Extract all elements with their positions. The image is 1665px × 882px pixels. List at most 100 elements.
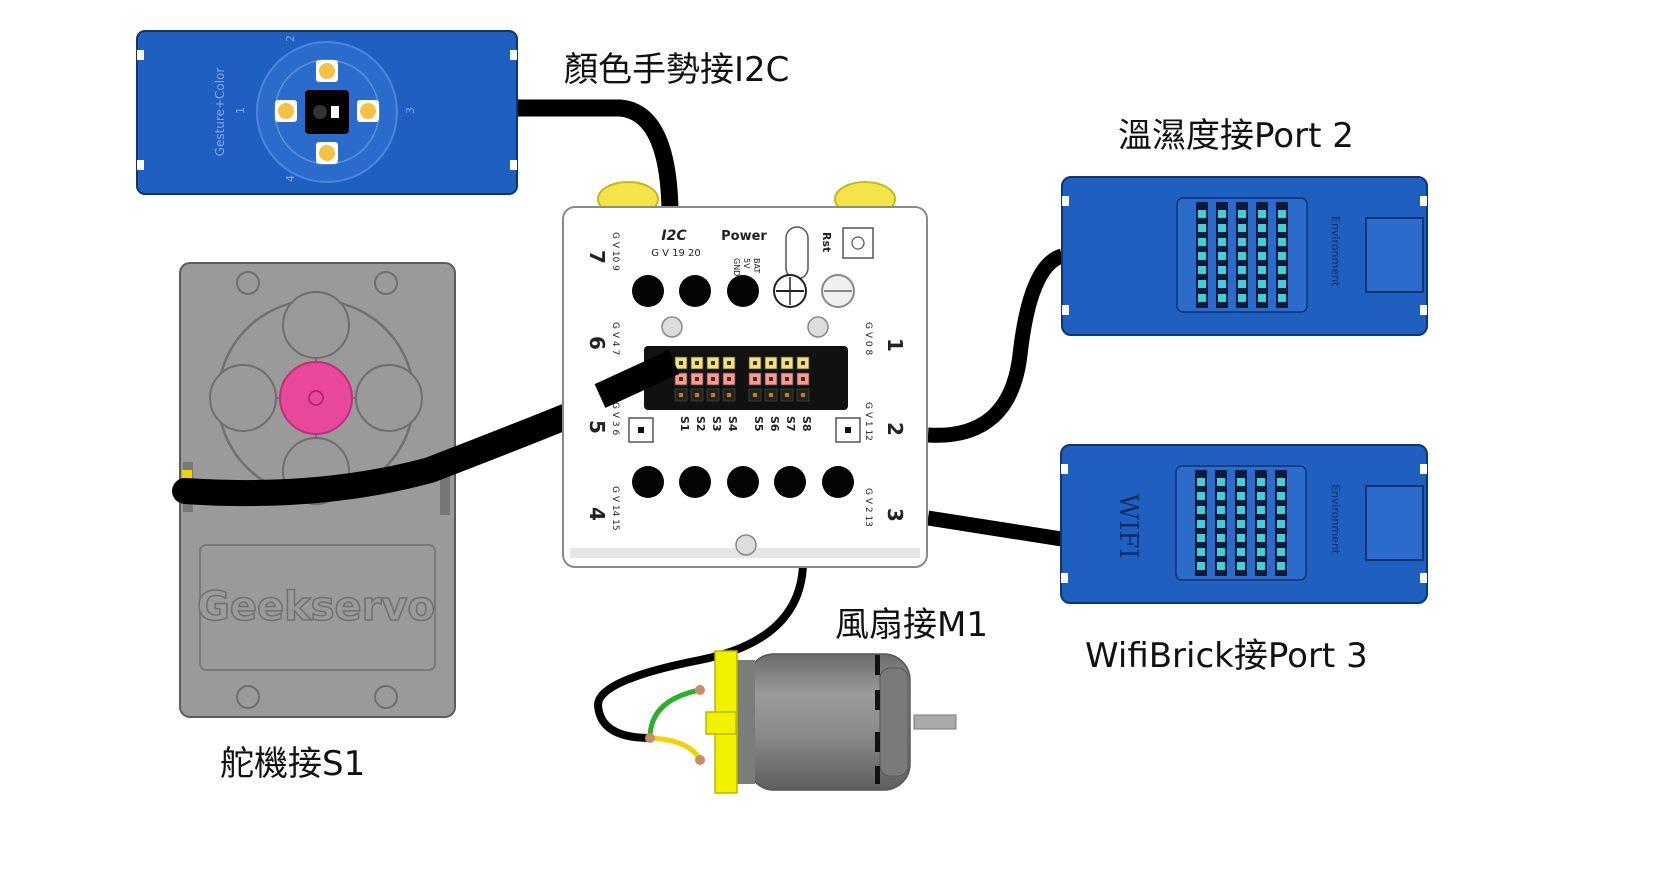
vent-dot bbox=[1197, 548, 1205, 556]
port3-pins: G V 2 13 bbox=[863, 488, 873, 527]
servo-pin-s2: S2 bbox=[694, 416, 707, 432]
vent-dot bbox=[1277, 534, 1285, 542]
vent-dot bbox=[1277, 478, 1285, 486]
gesture-caption: 顏色手勢接I2C bbox=[564, 50, 790, 90]
vent-dot bbox=[1258, 252, 1266, 260]
header-pin-dot bbox=[727, 393, 731, 397]
port5-num: 5 bbox=[585, 420, 609, 434]
vent-dot bbox=[1217, 562, 1225, 570]
vent-dot bbox=[1198, 294, 1206, 302]
header-pin-dot bbox=[727, 361, 731, 365]
vent-dot bbox=[1257, 520, 1265, 528]
vent-dot bbox=[1277, 562, 1285, 570]
header-pin-dot bbox=[801, 361, 805, 365]
vent-dot bbox=[1258, 280, 1266, 288]
header-pin-dot bbox=[695, 393, 699, 397]
vent-dot bbox=[1237, 562, 1245, 570]
gesture-module-name: Gesture+Color bbox=[213, 68, 227, 157]
port4-pins: G V 14 15 bbox=[610, 486, 620, 531]
vent-dot bbox=[1198, 238, 1206, 246]
port3-socket-b[interactable] bbox=[822, 466, 854, 498]
header-pin-dot bbox=[695, 361, 699, 365]
power-title: Power bbox=[721, 229, 767, 244]
header-pin-dot bbox=[679, 393, 683, 397]
vent-dot bbox=[1217, 506, 1225, 514]
vent-dot bbox=[1217, 478, 1225, 486]
vent-dot bbox=[1218, 280, 1226, 288]
vent-dot bbox=[1198, 224, 1206, 232]
header-pin-dot bbox=[679, 361, 683, 365]
led-bottom bbox=[316, 142, 338, 164]
vent-dot bbox=[1218, 266, 1226, 274]
vent-dot bbox=[1237, 520, 1245, 528]
motor-cable bbox=[593, 564, 807, 742]
vent-dot bbox=[1197, 506, 1205, 514]
header-pin-dot bbox=[679, 377, 683, 381]
port4-socket-a[interactable] bbox=[632, 466, 664, 498]
port6-pins: G V 4 7 bbox=[610, 322, 620, 355]
m1-socket[interactable] bbox=[727, 466, 759, 498]
i2c-pins: G V 19 20 bbox=[651, 248, 701, 259]
vent-dot bbox=[1257, 548, 1265, 556]
vent-dot bbox=[1218, 224, 1226, 232]
port4-socket-b[interactable] bbox=[679, 466, 711, 498]
port7-num: 7 bbox=[585, 250, 609, 264]
port2-num: 2 bbox=[883, 422, 907, 436]
port5-pins: G V 3 6 bbox=[610, 402, 620, 435]
vent-dot bbox=[1257, 492, 1265, 500]
reset-button[interactable] bbox=[842, 227, 874, 259]
gesture-pin-4: 4 bbox=[284, 175, 297, 182]
vent-dot bbox=[1237, 534, 1245, 542]
i2c-socket[interactable] bbox=[679, 275, 711, 307]
port3-cable bbox=[926, 510, 1070, 548]
servo-header bbox=[644, 346, 848, 410]
header-pin-dot bbox=[695, 377, 699, 381]
power-switch[interactable] bbox=[785, 226, 809, 280]
vent-dot bbox=[1277, 492, 1285, 500]
vent-dot bbox=[1238, 238, 1246, 246]
i2c-cable bbox=[506, 99, 679, 219]
vent-dot bbox=[1257, 506, 1265, 514]
led-top bbox=[316, 60, 338, 82]
header-pin-dot bbox=[753, 393, 757, 397]
vent-dot bbox=[1218, 210, 1226, 218]
vent-dot bbox=[1278, 266, 1286, 274]
vent-dot bbox=[1197, 478, 1205, 486]
vent-dot bbox=[1197, 520, 1205, 528]
power-socket[interactable] bbox=[727, 275, 759, 307]
gesture-pin-2: 2 bbox=[284, 35, 297, 42]
power-pin-bat: BAT bbox=[752, 258, 761, 273]
port6-num: 6 bbox=[585, 336, 609, 350]
env-module-text: Environment bbox=[1329, 216, 1342, 287]
vent-dot bbox=[1257, 534, 1265, 542]
led-left bbox=[275, 100, 297, 122]
vent-dot bbox=[1277, 506, 1285, 514]
port7-socket[interactable] bbox=[632, 275, 664, 307]
vent-dot bbox=[1217, 492, 1225, 500]
vent-dot bbox=[1217, 534, 1225, 542]
vent-dot bbox=[1218, 294, 1226, 302]
servo-cable-end bbox=[594, 350, 680, 408]
header-pin-dot bbox=[785, 393, 789, 397]
vent-dot bbox=[1237, 478, 1245, 486]
vent-dot bbox=[1197, 492, 1205, 500]
vent-dot bbox=[1257, 562, 1265, 570]
port3-socket-a[interactable] bbox=[774, 466, 806, 498]
environment-module: Environment bbox=[1061, 176, 1428, 336]
gesture-pin-1: 1 bbox=[234, 107, 247, 114]
gesture-color-module: Gesture+Color 1 2 3 4 bbox=[136, 30, 518, 195]
port7-pins: G V 10 9 bbox=[610, 232, 620, 271]
vent-dot bbox=[1238, 280, 1246, 288]
rst-label: Rst bbox=[820, 232, 833, 252]
header-pin-dot bbox=[711, 393, 715, 397]
header-pin-dot bbox=[769, 361, 773, 365]
vent-dot bbox=[1278, 280, 1286, 288]
servo-horn bbox=[279, 361, 353, 435]
servo-pin-s4: S4 bbox=[726, 416, 739, 432]
header-pin-dot bbox=[801, 393, 805, 397]
port2-cable bbox=[927, 248, 1065, 443]
port2-pins: G V 1 12 bbox=[863, 402, 873, 441]
servo-pin-s8: S8 bbox=[800, 416, 813, 432]
vent-dot bbox=[1198, 210, 1206, 218]
